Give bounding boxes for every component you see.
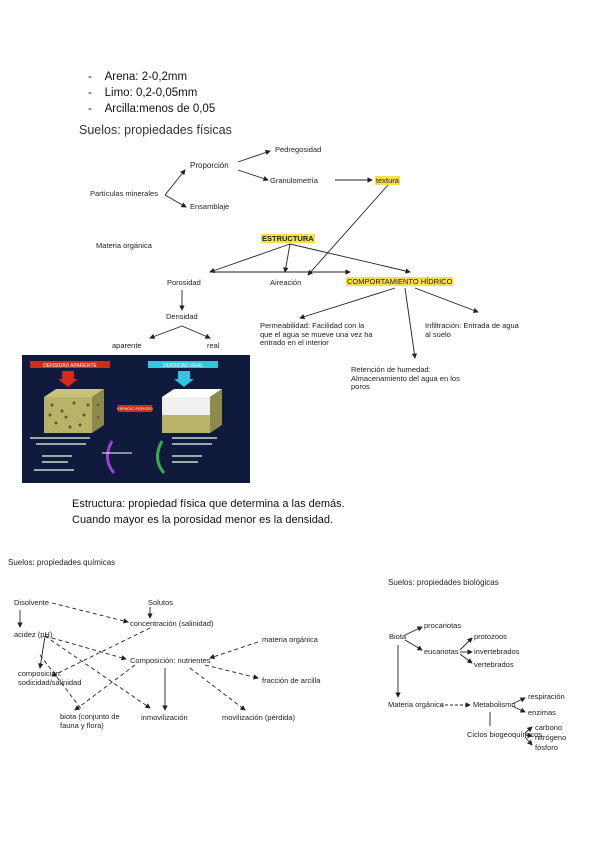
node-pedregosidad: Pedregosidad bbox=[275, 145, 322, 154]
bullet-item: - Limo: 0,2-0,05mm bbox=[88, 87, 198, 99]
bullet-item: - Arcilla:menos de 0,05 bbox=[88, 103, 216, 115]
density-diagram-image: DENSIDAD APARENTE DENSIDAD REAL ESPACIO … bbox=[22, 355, 250, 483]
node-invertebrados: invertebrados bbox=[474, 647, 520, 656]
section-title: Suelos: propiedades biológicas bbox=[388, 578, 499, 587]
node-materia-organica: materia orgánica bbox=[262, 635, 318, 644]
node-disolvente: Disolvente bbox=[14, 598, 50, 607]
node-ciclos: Ciclos biogeoquímicos bbox=[467, 730, 543, 739]
node-composicion: composición: sodicidad/salinidad bbox=[18, 669, 82, 687]
section-title: Suelos: propiedades físicas bbox=[79, 123, 232, 137]
left-label: DENSIDAD APARENTE bbox=[43, 363, 97, 369]
node-estructura: ESTRUCTURA bbox=[261, 234, 315, 243]
node-real: real bbox=[207, 341, 220, 350]
node-proporcion: Proporción bbox=[190, 161, 229, 170]
node-textura: textura bbox=[375, 176, 400, 185]
node-biota: Biota bbox=[389, 632, 407, 641]
node-granulometria: Granulometría bbox=[270, 176, 318, 185]
node-particulas: Partículas minerales bbox=[90, 189, 158, 198]
node-fosforo: fósforo bbox=[535, 743, 558, 752]
node-aireacion: Aireación bbox=[270, 278, 302, 287]
node-acidez: acidez (pH) bbox=[14, 630, 53, 639]
node-permeabilidad: Permeabilidad: Facilidad con la que el a… bbox=[260, 321, 373, 348]
node-fraccion: fracción de arcilla bbox=[262, 676, 321, 685]
section-title: Suelos: propiedades químicas bbox=[8, 558, 116, 567]
node-retencion: Retención de humedad: Almacenamiento del… bbox=[351, 365, 460, 392]
node-metabolismo: Metabolismo bbox=[473, 700, 516, 709]
node-ensamblaje: Ensamblaje bbox=[190, 202, 230, 211]
node-infiltracion: Infiltración: Entrada de agua al suelo bbox=[425, 321, 519, 339]
node-concentracion: concentración (salinidad) bbox=[130, 619, 214, 628]
node-vertebrados: vertebrados bbox=[474, 660, 514, 669]
node-materia-organica: Materia orgánica bbox=[388, 700, 444, 709]
center-label: ESPACIO POROSO bbox=[117, 406, 153, 411]
node-eucariotas: eucariotas bbox=[424, 647, 459, 656]
node-materia-organica: Materia orgánica bbox=[96, 241, 152, 250]
node-comportamiento-hidrico: COMPORTAMIENTO HÍDRICO bbox=[346, 277, 454, 286]
bullet-item: - Arena: 2-0,2mm bbox=[88, 71, 188, 83]
node-biota: biota (conjunto de fauna y flora) bbox=[60, 712, 120, 730]
node-procariotas: procariotas bbox=[424, 621, 462, 630]
node-nitrogeno: nitrógeno bbox=[535, 733, 567, 742]
node-aparente: aparente bbox=[112, 341, 142, 350]
node-movilizacion: movilización (pérdida) bbox=[222, 713, 295, 722]
node-inmovilizacion: inmovilización bbox=[141, 713, 188, 722]
node-densidad: Densidad bbox=[166, 312, 198, 321]
node-porosidad: Porosidad bbox=[167, 278, 201, 287]
node-solutos: Solutos bbox=[148, 598, 174, 607]
right-label: DENSIDAD REAL bbox=[163, 363, 204, 369]
node-carbono: carbono bbox=[535, 723, 563, 732]
node-respiracion: respiración bbox=[528, 692, 565, 701]
node-protozoos: protozoos bbox=[474, 632, 507, 641]
node-composicion-nutrientes: Composición: nutrientes bbox=[130, 656, 211, 665]
paragraph-line: Estructura: propiedad física que determi… bbox=[72, 498, 345, 510]
paragraph-line: Cuando mayor es la porosidad menor es la… bbox=[72, 514, 334, 526]
node-enzimas: enzimas bbox=[528, 708, 556, 717]
